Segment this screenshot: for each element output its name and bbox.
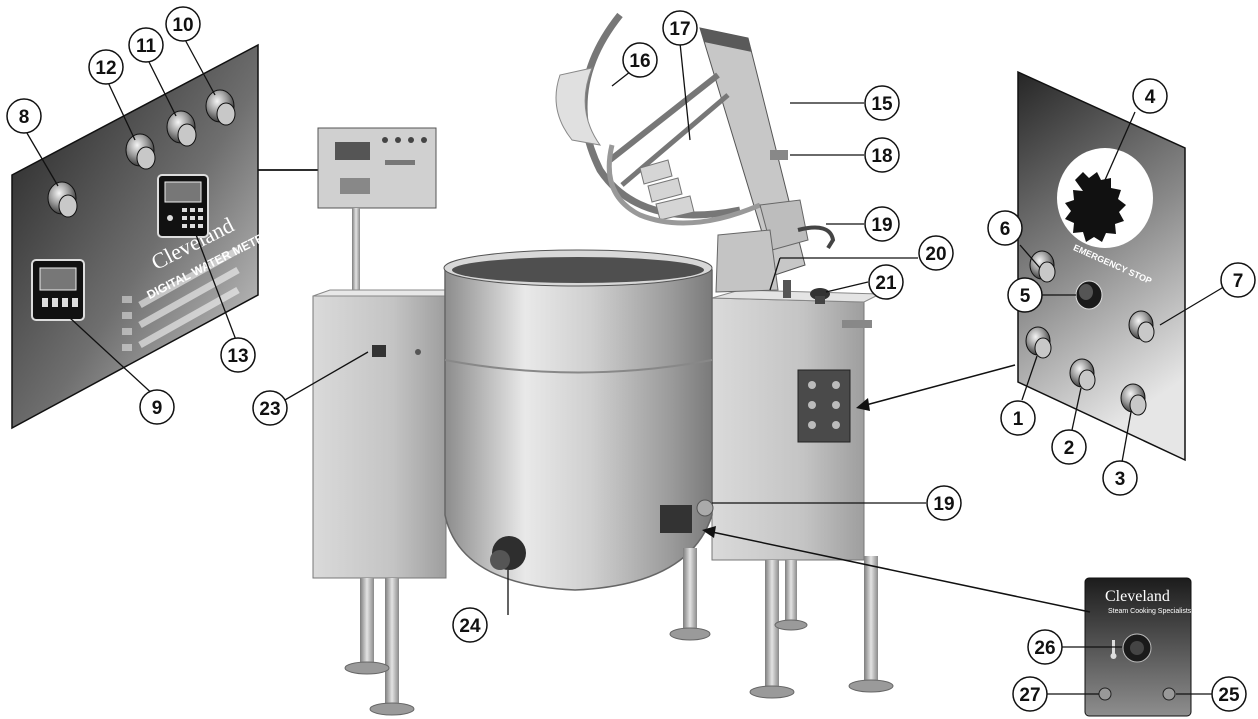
- arrow-to-control-box: [702, 526, 1091, 613]
- emergency-stop-button[interactable]: [1075, 280, 1103, 310]
- display-meter-9[interactable]: [31, 259, 85, 321]
- water-meter-panel: Cleveland DIGITAL WATER METER: [11, 43, 274, 430]
- callout-23: 23: [252, 390, 288, 426]
- svg-text:9: 9: [152, 398, 163, 419]
- temperature-dial[interactable]: [1122, 633, 1152, 663]
- svg-text:3: 3: [1115, 469, 1126, 490]
- knob-21[interactable]: [810, 288, 830, 304]
- callout-7: 7: [1220, 262, 1256, 298]
- svg-text:11: 11: [136, 36, 157, 57]
- svg-text:19: 19: [933, 494, 954, 515]
- meter-box: [317, 127, 437, 298]
- callout-13: 13: [220, 337, 256, 373]
- keypad-meter-13[interactable]: [157, 174, 209, 238]
- callout-3: 3: [1102, 460, 1138, 496]
- knob-11[interactable]: [166, 110, 197, 147]
- callout-15: 15: [864, 85, 900, 121]
- callout-25: 25: [1211, 676, 1247, 712]
- callout-19-top: 19: [864, 206, 900, 242]
- svg-text:15: 15: [871, 94, 893, 115]
- drain-valve[interactable]: [490, 536, 526, 570]
- indicator-light-27: [1098, 687, 1112, 701]
- svg-text:19: 19: [871, 215, 892, 236]
- svg-text:10: 10: [172, 15, 193, 36]
- callouts: 8 12 11 10 13 9 23 24 16 17 15 18 19 20 …: [6, 6, 1256, 712]
- callout-6: 6: [987, 210, 1023, 246]
- left-cabinet: [312, 289, 461, 579]
- kettle-assembly: [312, 12, 894, 716]
- callout-16: 16: [622, 42, 658, 78]
- callout-12: 12: [88, 49, 124, 85]
- callout-26: 26: [1027, 629, 1063, 665]
- svg-text:5: 5: [1020, 286, 1031, 307]
- gear-dial-4[interactable]: [1057, 148, 1153, 248]
- callout-9: 9: [139, 389, 175, 425]
- callout-17: 17: [662, 10, 698, 46]
- svg-text:8: 8: [19, 107, 30, 128]
- svg-text:2: 2: [1064, 438, 1075, 459]
- temperature-control-box: Cleveland Steam Cooking Specialists: [1084, 577, 1192, 717]
- callout-21: 21: [868, 264, 904, 300]
- svg-text:12: 12: [95, 58, 116, 79]
- leg-feet: [344, 619, 894, 716]
- callout-27: 27: [1012, 676, 1048, 712]
- knob-3[interactable]: [1120, 383, 1147, 416]
- callout-8: 8: [6, 98, 42, 134]
- mixer-mechanism: [555, 12, 836, 304]
- svg-text:20: 20: [925, 244, 946, 265]
- control-box-tagline: Steam Cooking Specialists: [1108, 608, 1192, 615]
- svg-text:26: 26: [1034, 638, 1055, 659]
- svg-text:24: 24: [459, 616, 481, 637]
- svg-text:1: 1: [1013, 409, 1024, 430]
- svg-text:25: 25: [1218, 685, 1240, 706]
- knob-8[interactable]: [47, 181, 78, 218]
- callout-10: 10: [165, 6, 201, 42]
- knob-6[interactable]: [1029, 250, 1056, 283]
- control-box-brand: Cleveland: [1105, 588, 1170, 605]
- leader-lines: [23, 35, 1233, 695]
- svg-text:7: 7: [1233, 271, 1244, 292]
- svg-text:16: 16: [629, 51, 650, 72]
- callout-1: 1: [1000, 400, 1036, 436]
- svg-text:21: 21: [875, 273, 897, 294]
- callout-2: 2: [1051, 429, 1087, 465]
- callout-24: 24: [452, 607, 488, 643]
- svg-text:23: 23: [259, 399, 280, 420]
- panel-small-squares: [122, 296, 132, 351]
- knob-7[interactable]: [1128, 310, 1155, 343]
- callout-4: 4: [1132, 78, 1168, 114]
- knob-12[interactable]: [125, 133, 156, 170]
- callout-19-bottom: 19: [926, 485, 962, 521]
- svg-text:27: 27: [1019, 685, 1040, 706]
- right-cabinet: [711, 289, 881, 561]
- emergency-stop-panel: EMERGENCY STOP: [1017, 70, 1186, 462]
- callout-11: 11: [128, 27, 164, 63]
- indicator-light-25: [1162, 687, 1176, 701]
- svg-text:17: 17: [669, 19, 690, 40]
- callout-5: 5: [1007, 277, 1043, 313]
- kettle-bowl: [443, 249, 714, 591]
- scraper-blades: [639, 159, 695, 221]
- knob-10[interactable]: [205, 89, 236, 126]
- callout-20: 20: [918, 235, 954, 271]
- callout-18: 18: [864, 137, 900, 173]
- svg-text:13: 13: [227, 346, 248, 367]
- svg-text:4: 4: [1145, 87, 1156, 108]
- knob-1[interactable]: [1025, 326, 1052, 359]
- knob-2[interactable]: [1069, 358, 1096, 391]
- arrow-to-control-panel: [856, 364, 1016, 411]
- svg-text:18: 18: [871, 146, 892, 167]
- panel-stripes: [138, 246, 240, 349]
- legs: [360, 548, 878, 703]
- svg-text:6: 6: [1000, 219, 1011, 240]
